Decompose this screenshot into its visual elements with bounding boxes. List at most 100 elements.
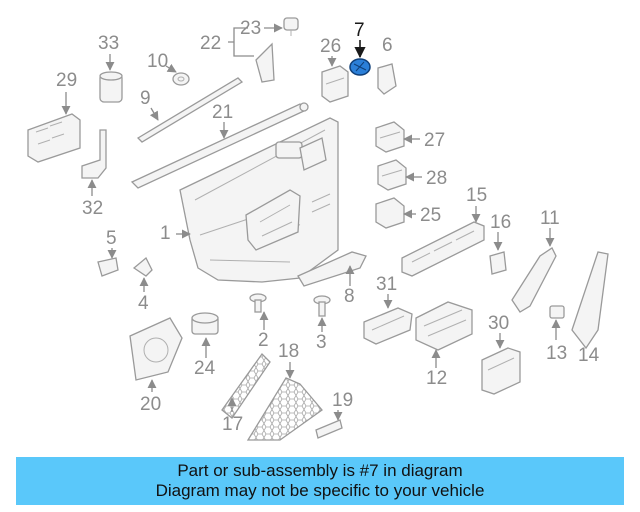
callout-33: 33 [98,33,119,71]
callout-10: 10 [147,51,177,73]
callout-18: 18 [278,341,299,379]
parts-diagram: 1 21 9 10 22 23 [27,17,609,441]
callout-3: 3 [316,317,327,353]
svg-text:8: 8 [344,286,355,307]
svg-text:22: 22 [200,33,221,54]
svg-text:16: 16 [490,212,511,233]
part-23-clip [283,17,299,36]
svg-text:32: 32 [82,198,103,219]
callout-16: 16 [490,212,511,251]
callout-1: 1 [160,223,191,244]
part-25-switch [375,197,405,229]
part-5-clip [97,257,119,277]
part-18-speaker-grille [246,377,323,441]
part-4-push-pin [132,256,153,277]
part-12-handle-bracket [415,301,473,351]
svg-text:33: 33 [98,33,119,54]
part-6-bracket [377,63,397,95]
svg-text:1: 1 [160,223,171,244]
svg-text:3: 3 [316,332,327,353]
callout-20: 20 [140,379,161,415]
svg-text:13: 13 [546,343,567,364]
svg-text:25: 25 [420,205,441,226]
part-7-highlighted [349,58,371,76]
callout-24: 24 [194,337,216,379]
svg-text:19: 19 [332,390,353,411]
svg-text:28: 28 [426,168,447,189]
svg-text:26: 26 [320,36,341,57]
svg-text:4: 4 [138,293,149,314]
part-16-switch [489,251,507,275]
callout-9: 9 [140,88,159,121]
part-21-belt-molding [130,102,309,189]
svg-text:29: 29 [56,70,77,91]
callout-14: 14 [578,345,600,366]
callout-32: 32 [82,179,103,219]
part-9-trim-strip [136,77,244,143]
part-32-bracket [81,129,107,179]
callout-22: 22 [200,27,254,57]
callout-5: 5 [106,228,117,259]
part-1-door-trim-panel [179,117,339,283]
callout-21: 21 [212,102,233,139]
callout-2: 2 [258,311,269,351]
svg-text:23: 23 [240,18,261,39]
part-30-control-module [481,347,521,395]
callout-25: 25 [403,205,441,226]
svg-text:18: 18 [278,341,299,362]
part-14-handle-trim [571,251,609,350]
part-13-clip [549,305,565,319]
callout-26: 26 [320,36,341,67]
callout-4: 4 [138,277,149,314]
callout-6: 6 [382,35,393,56]
svg-text:12: 12 [426,368,447,389]
part-17-speaker-grille [221,352,271,419]
part-27-switch [375,121,405,153]
callout-17: 17 [222,397,243,435]
svg-text:9: 9 [140,88,151,109]
part-33-connector [99,71,123,103]
svg-text:31: 31 [376,274,397,295]
callout-12: 12 [426,349,447,389]
part-29-window-switch [27,113,81,163]
svg-text:2: 2 [258,330,269,351]
callout-27: 27 [403,130,445,151]
svg-text:15: 15 [466,185,487,206]
callout-7: 7 [354,20,366,59]
part-10-washer [172,72,190,86]
svg-text:6: 6 [382,35,393,56]
callout-8: 8 [344,265,355,307]
part-24-grommet [191,312,219,335]
part-19-trim-piece [315,419,343,439]
part-2-screw [249,293,267,313]
banner-line-2: Diagram may not be specific to your vehi… [155,481,485,500]
banner-line-1: Part or sub-assembly is #7 in diagram [177,461,463,480]
svg-text:10: 10 [147,51,168,72]
svg-text:7: 7 [354,20,365,41]
part-3-screw [313,295,331,317]
part-20-speaker-bracket [129,317,183,381]
svg-text:17: 17 [222,414,243,435]
callout-19: 19 [332,390,353,421]
callout-23: 23 [240,18,283,39]
info-banner: Part or sub-assembly is #7 in diagram Di… [16,457,624,505]
callout-11: 11 [540,208,560,247]
svg-text:5: 5 [106,228,117,249]
part-31-handle-housing [363,307,413,345]
callout-13: 13 [546,319,567,364]
part-26-switch-housing [321,65,349,103]
svg-text:30: 30 [488,313,509,334]
part-22-mirror-trim [255,42,275,83]
callout-29: 29 [56,70,77,115]
svg-text:27: 27 [424,130,445,151]
part-8-armrest-trim [297,251,367,287]
svg-text:11: 11 [540,208,560,229]
callout-28: 28 [405,168,447,189]
svg-text:21: 21 [212,102,233,123]
callout-31: 31 [376,274,397,309]
part-28-switch [377,159,407,191]
callout-30: 30 [488,313,509,349]
svg-text:20: 20 [140,394,161,415]
part-11-pull-handle [511,247,557,313]
svg-text:14: 14 [578,345,600,366]
